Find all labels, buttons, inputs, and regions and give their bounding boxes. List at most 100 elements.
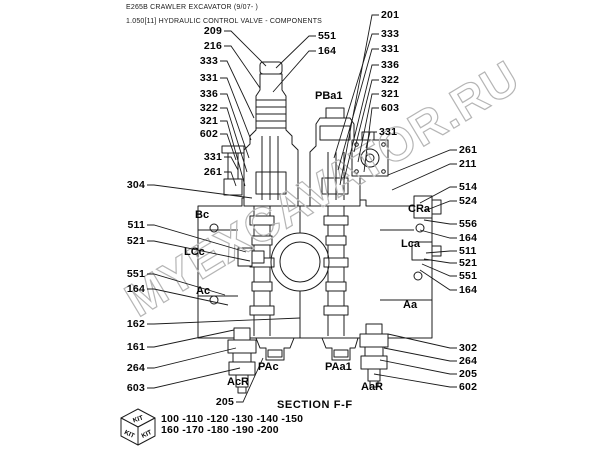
valve-drawing: [197, 61, 442, 394]
leader-line-164: [419, 229, 457, 239]
leader-line-551: [147, 273, 226, 296]
callout-551: 551: [459, 270, 478, 282]
doc-subtitle: 1.050[11] HYDRAULIC CONTROL VALVE - COMP…: [126, 18, 323, 25]
callout-551: 551: [318, 30, 337, 42]
callout-551: 551: [126, 268, 145, 280]
callout-514: 514: [459, 181, 478, 193]
leader-line-322: [353, 79, 379, 153]
callout-164: 164: [459, 232, 478, 244]
leader-line-211: [391, 163, 457, 191]
port-label-PBa1: PBa1: [315, 90, 343, 102]
leader-line-602: [220, 133, 237, 161]
leader-line-209: [224, 30, 267, 67]
leader-line-321: [357, 93, 379, 163]
callout-216: 216: [203, 40, 222, 52]
callout-511: 511: [127, 219, 145, 231]
kit-numbers: 100 -110 -120 -130 -140 -150 160 -170 -1…: [161, 414, 303, 436]
leader-line-551: [275, 35, 316, 69]
kit-numbers-line1: 100 -110 -120 -130 -140 -150: [161, 413, 304, 425]
callout-331: 331: [381, 43, 400, 55]
callout-322: 322: [381, 74, 400, 86]
callout-304: 304: [126, 179, 145, 191]
callout-336: 336: [381, 59, 400, 71]
leader-line-336: [220, 93, 250, 159]
leader-line-556: [423, 219, 457, 225]
callout-161: 161: [126, 341, 145, 353]
callout-211: 211: [459, 158, 477, 170]
callout-209: 209: [203, 25, 222, 37]
page-header: E265B CRAWLER EXCAVATOR (9/07- ) 1.050[1…: [126, 2, 322, 30]
port-label-PAa1: PAa1: [325, 361, 352, 373]
leader-line-521: [147, 240, 251, 262]
callout-261: 261: [203, 166, 222, 178]
leader-line-304: [147, 184, 253, 199]
port-label-AaR: AaR: [361, 381, 384, 393]
callout-331: 331: [203, 151, 222, 163]
kit-cube-left-label: KIT: [123, 429, 135, 440]
leader-line-322: [220, 107, 248, 173]
leader-line-331: [220, 77, 252, 141]
callout-331: 331: [199, 72, 218, 84]
kit-cube-top-label: KIT: [132, 415, 144, 425]
leader-line-524: [423, 200, 457, 212]
leader-line-205: [379, 359, 457, 375]
leader-line-514: [419, 186, 457, 204]
leader-line-264: [383, 347, 457, 362]
leader-line-602: [373, 373, 457, 388]
leader-line-331: [224, 156, 239, 171]
leader-line-331: [365, 131, 377, 149]
callout-333: 333: [199, 55, 218, 67]
leader-line-164: [419, 269, 457, 291]
callout-164: 164: [459, 284, 478, 296]
port-label-Aa: Aa: [403, 299, 418, 311]
leader-lines: [147, 14, 457, 403]
port-label-Ac: Ac: [196, 285, 211, 297]
callout-602: 602: [199, 128, 218, 140]
port-label-Lca: Lca: [401, 238, 420, 250]
callout-321: 321: [381, 88, 400, 100]
leader-line-331: [337, 48, 379, 171]
kit-cube-icon: KIT KIT KIT: [120, 408, 156, 446]
leader-line-302: [387, 333, 457, 349]
callout-321: 321: [199, 115, 218, 127]
callout-511: 511: [459, 245, 477, 257]
kit-cube-right-label: KIT: [140, 429, 152, 440]
leader-line-264: [147, 347, 237, 369]
port-label-LCc: LCc: [184, 246, 205, 258]
leader-line-336: [343, 64, 379, 181]
callout-201: 201: [381, 9, 400, 21]
leader-line-511: [425, 250, 457, 254]
callout-205: 205: [459, 368, 478, 380]
callout-331: 331: [379, 126, 398, 138]
callout-521: 521: [459, 257, 478, 269]
callout-603: 603: [126, 382, 145, 394]
leader-line-333: [333, 33, 379, 159]
leader-line-603: [363, 107, 379, 173]
leader-line-164: [272, 50, 316, 93]
callout-205: 205: [215, 396, 234, 408]
section-label: SECTION F-F: [277, 399, 353, 411]
callout-261: 261: [459, 144, 478, 156]
callout-322: 322: [199, 102, 218, 114]
callout-602: 602: [459, 381, 478, 393]
callout-264: 264: [459, 355, 478, 367]
callout-521: 521: [126, 235, 145, 247]
leader-line-201: [339, 14, 379, 186]
callout-164: 164: [318, 45, 337, 57]
callout-333: 333: [381, 28, 400, 40]
leader-line-162: [147, 317, 301, 325]
port-label-PAc: PAc: [258, 361, 279, 373]
callout-164: 164: [126, 283, 145, 295]
callout-556: 556: [459, 218, 478, 230]
kit-numbers-line2: 160 -170 -180 -190 -200: [161, 424, 279, 436]
callout-302: 302: [459, 342, 478, 354]
leader-line-603: [147, 367, 241, 389]
leader-line-261: [224, 171, 237, 187]
callout-264: 264: [126, 362, 145, 374]
leader-line-321: [220, 120, 246, 187]
leader-line-551: [421, 263, 457, 277]
callout-162: 162: [126, 318, 145, 330]
leader-line-161: [147, 329, 235, 348]
